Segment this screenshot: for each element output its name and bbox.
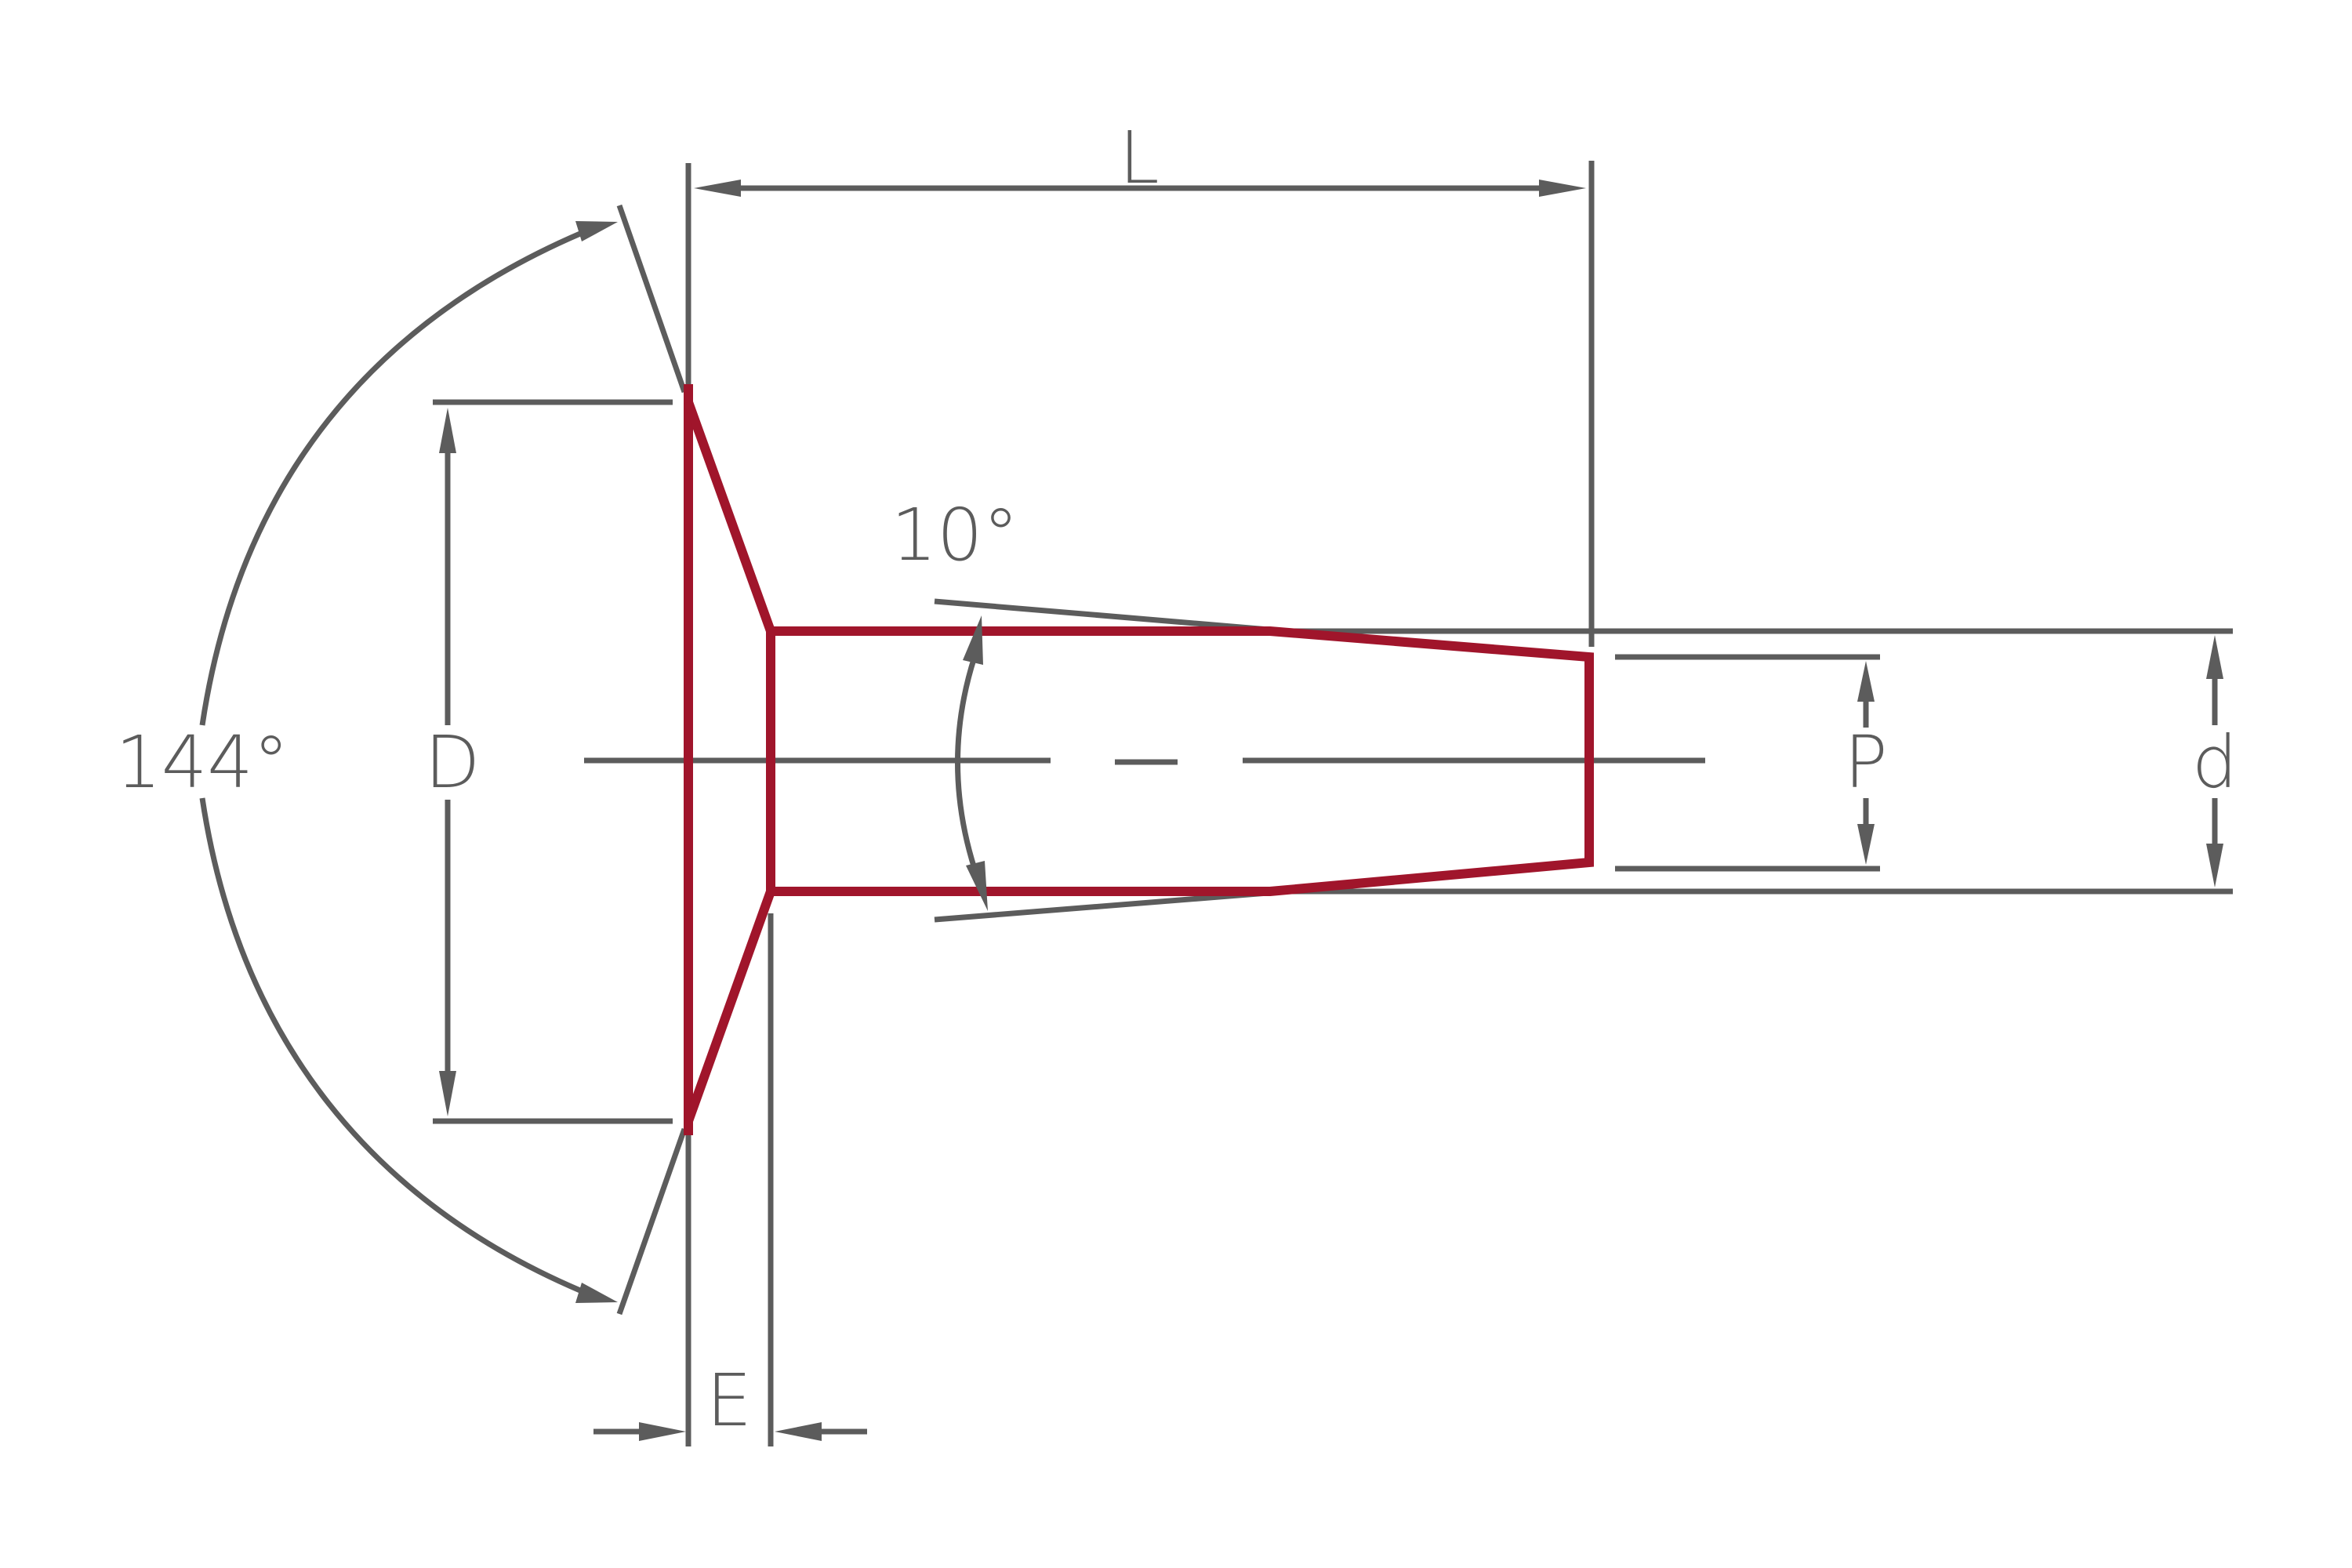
dimension-head-angle: 144° xyxy=(115,221,618,1303)
taper-angle-label: 10° xyxy=(891,493,1018,577)
dimension-e: E xyxy=(593,1359,867,1443)
dimension-small-d: d xyxy=(2192,635,2238,887)
tip-diameter-label: P xyxy=(1844,720,1887,804)
length-label: L xyxy=(1119,116,1159,200)
rivet-head-cone xyxy=(684,400,775,1123)
head-angle-label: 144° xyxy=(115,720,289,804)
shank-diameter-label: d xyxy=(2192,720,2238,804)
head-height-label: E xyxy=(706,1359,752,1443)
rivet-outline xyxy=(684,384,1594,1135)
extension-lines xyxy=(433,161,2233,1446)
dimension-p: P xyxy=(1844,661,1888,865)
dimension-d: D xyxy=(425,408,481,1116)
dimension-l: L xyxy=(694,116,1586,200)
rivet-shank xyxy=(771,626,1594,896)
head-diameter-label: D xyxy=(425,720,481,804)
centerline xyxy=(584,757,1705,765)
dimension-taper-angle: 10° xyxy=(891,493,1019,911)
